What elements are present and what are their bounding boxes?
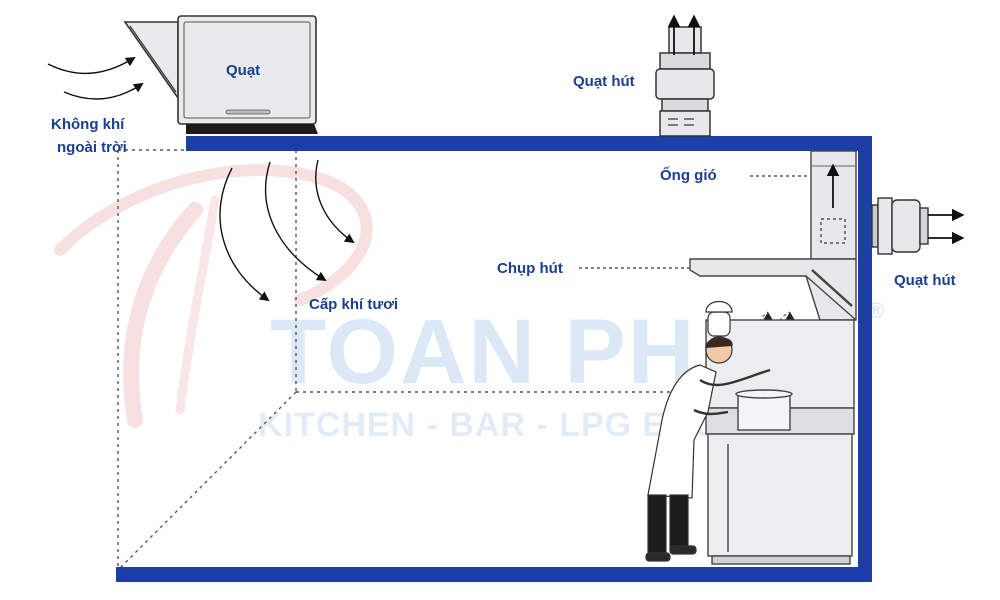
roof-exhaust-fan-label: Quạt hút — [573, 73, 635, 90]
floor-wall — [116, 567, 872, 582]
fresh-air-arrows — [219, 159, 355, 302]
room-walls — [116, 136, 872, 582]
right-wall — [858, 136, 872, 582]
outside-air-label-line1: Không khí — [51, 116, 125, 133]
side-exhaust-arrows — [928, 208, 965, 245]
fan-intake-hood — [123, 21, 179, 101]
ceiling-wall — [186, 136, 870, 151]
side-exhaust-fan — [871, 197, 929, 255]
exhaust-hood — [689, 258, 857, 321]
side-exhaust-fan-label: Quạt hút — [894, 272, 956, 289]
supply-fan-unit — [123, 15, 318, 134]
roof-exhaust-arrows — [667, 14, 701, 55]
roof-exhaust-fan — [655, 26, 715, 137]
room-perspective-lines — [117, 149, 740, 571]
kitchen-range — [705, 319, 855, 565]
chef-trousers-left — [647, 494, 667, 556]
vertical-duct — [810, 150, 857, 260]
outside-air-arrows — [47, 56, 144, 100]
duct-label: Ống gió — [660, 167, 717, 184]
hood-label: Chụp hút — [497, 260, 563, 277]
supply-fan-label: Quạt — [226, 62, 261, 79]
chef-hat — [707, 311, 731, 337]
chef-figure — [645, 300, 771, 562]
fan-vent-slot — [225, 109, 271, 115]
cooking-pot — [737, 393, 791, 431]
chef-trousers-right — [669, 494, 689, 550]
label-leaders — [579, 175, 808, 269]
watermark-logo — [54, 164, 373, 428]
chef-coat — [647, 364, 717, 499]
outside-air-label-line2: ngoài trời — [57, 139, 127, 156]
fresh-air-supply-label: Cấp khí tươi — [309, 296, 399, 313]
fan-base — [186, 124, 318, 134]
